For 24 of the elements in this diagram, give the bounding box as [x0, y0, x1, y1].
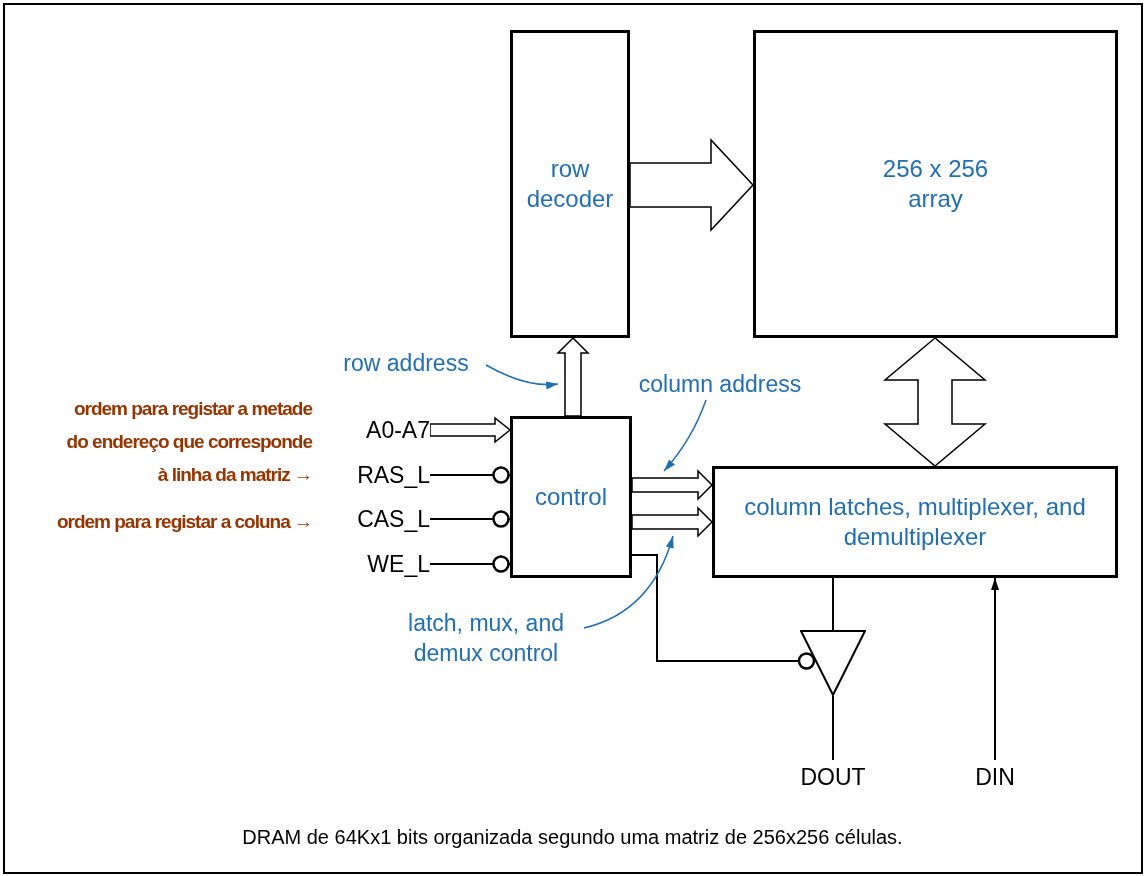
arrow [991, 577, 999, 761]
caption: DRAM de 64Kx1 bits organizada segundo uma matriz de 256x256 células. [241, 825, 904, 850]
buffer-triangle [800, 630, 866, 696]
bus-arrow [882, 337, 988, 467]
block-box: row decoder [510, 30, 630, 338]
leader-line [583, 535, 674, 629]
block-box: control [510, 416, 632, 578]
wire [832, 577, 834, 631]
signal-line [429, 555, 511, 573]
bus-arrow [429, 416, 512, 444]
bus-arrow [556, 336, 590, 417]
bus-arrow [631, 506, 714, 538]
bus-arrow [631, 469, 714, 501]
signal-line [429, 510, 511, 528]
signal-line [429, 466, 511, 484]
block-box: column latches, multiplexer, and demultiplexer [712, 466, 1118, 578]
leader-line [485, 364, 559, 390]
bus-arrow [629, 138, 755, 232]
leader-line [663, 399, 707, 472]
signal-line [631, 554, 817, 670]
annotation-note: ordem para registar a metade do endereço que corresponde à linha da matriz → [65, 397, 312, 487]
wire [832, 695, 834, 761]
annotation-note: ordem para registar a coluna → [55, 510, 312, 534]
block-box: 256 x 256 array [753, 30, 1118, 338]
